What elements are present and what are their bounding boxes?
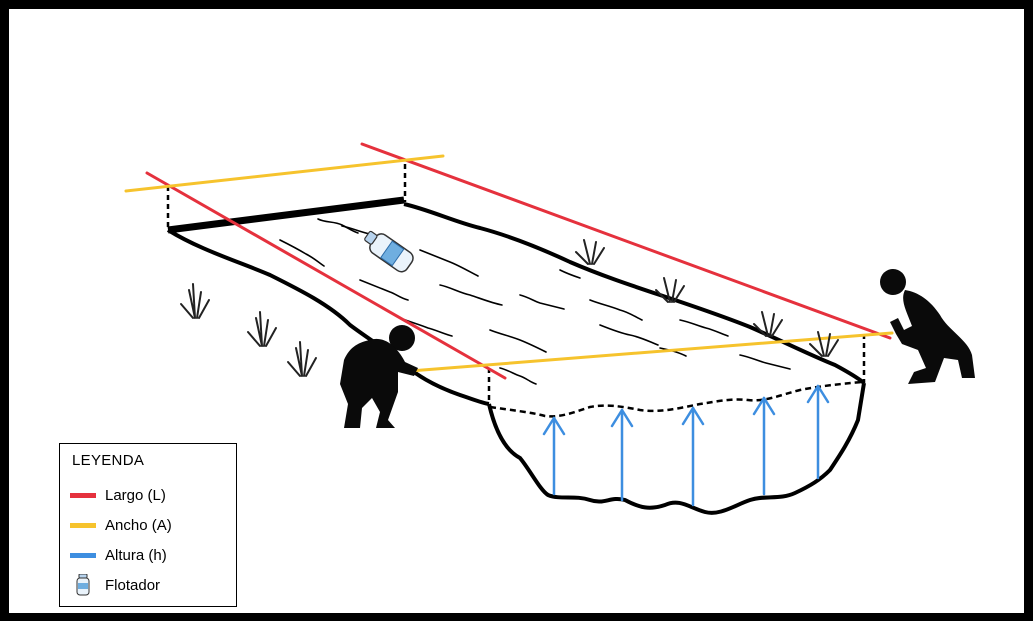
legend-item-altura: Altura (h) — [70, 544, 167, 566]
legend-box: LEYENDA Largo (L) Ancho (A) Altura (h) F… — [59, 443, 237, 607]
legend-label-largo: Largo (L) — [105, 487, 166, 504]
grass-icon — [810, 332, 838, 356]
blue-line-icon — [70, 553, 96, 558]
water-surface-dashed — [490, 382, 862, 416]
grass-icon — [656, 278, 684, 302]
grass-icon — [248, 312, 276, 346]
legend-label-ancho: Ancho (A) — [105, 517, 172, 534]
legend-label-altura: Altura (h) — [105, 547, 167, 564]
grass-icon — [288, 342, 316, 376]
floating-bottle-icon — [361, 227, 416, 275]
yellow-line-icon — [70, 523, 96, 528]
altura-arrows — [544, 386, 828, 505]
legend-title: LEYENDA — [72, 452, 144, 469]
far-bank-edge — [404, 204, 864, 383]
bottle-icon — [70, 574, 96, 596]
person-right-silhouette — [880, 269, 975, 384]
grass-icon — [181, 284, 209, 318]
legend-item-ancho: Ancho (A) — [70, 514, 172, 536]
red-line-icon — [70, 493, 96, 498]
grass-tufts — [181, 240, 838, 376]
legend-item-flotador: Flotador — [70, 574, 160, 596]
legend-item-largo: Largo (L) — [70, 484, 166, 506]
person-left-silhouette — [340, 325, 418, 428]
near-bank-edge — [168, 230, 489, 404]
grass-icon — [576, 240, 604, 264]
legend-label-flotador: Flotador — [105, 577, 160, 594]
